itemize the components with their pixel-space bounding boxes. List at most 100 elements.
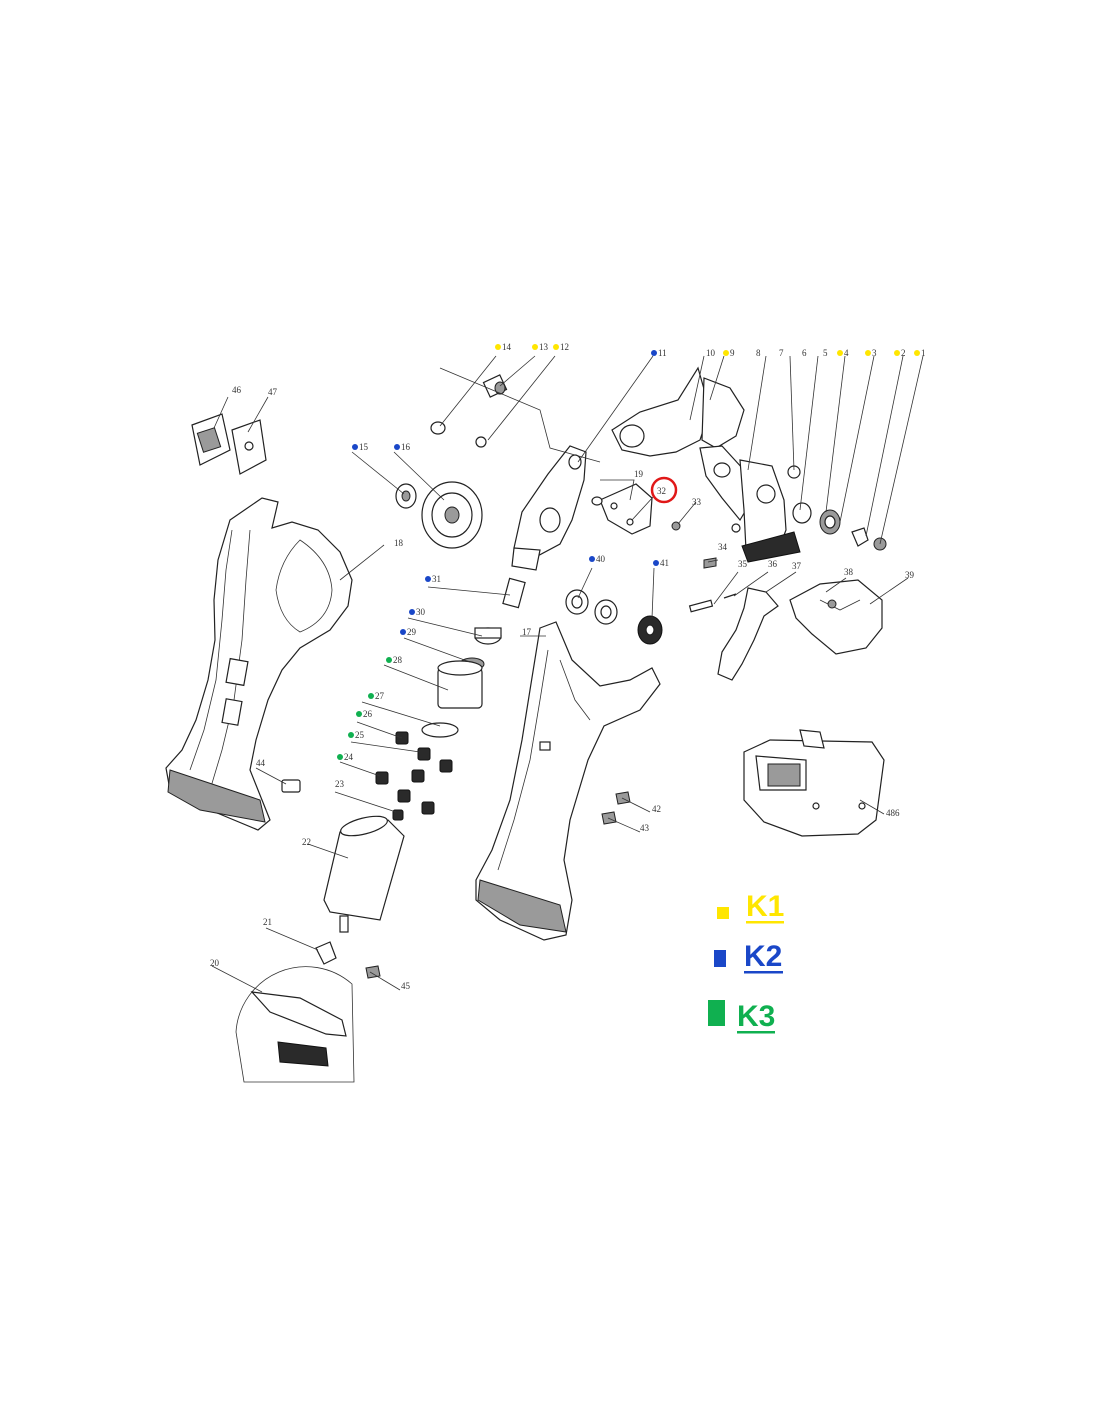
k3-marker-26 [356, 711, 362, 717]
part-label-21: 21 [263, 917, 272, 927]
part-label-37: 37 [792, 561, 802, 571]
k1-marker-14 [495, 344, 501, 350]
k2-marker-41 [653, 560, 659, 566]
planetary-gears [375, 731, 453, 821]
k2-marker-30 [409, 609, 415, 615]
part-label-36: 36 [768, 559, 778, 569]
part-label-34: 34 [718, 542, 728, 552]
k3-marker-25 [348, 732, 354, 738]
part-label-23: 23 [335, 779, 345, 789]
part-label-4: 4 [844, 348, 849, 358]
part-label-1: 1 [921, 348, 926, 358]
part-label-35: 35 [738, 559, 748, 569]
leader-lines [211, 355, 924, 993]
legend-swatch-k2 [714, 950, 726, 967]
part-label-12: 12 [560, 342, 569, 352]
part-label-31: 31 [432, 574, 441, 584]
k3-marker-24 [337, 754, 343, 760]
part-label-44: 44 [256, 758, 266, 768]
part-label-16: 16 [401, 442, 411, 452]
k2-marker-16 [394, 444, 400, 450]
part-label-33: 33 [692, 497, 702, 507]
highlight-circle-32 [650, 476, 678, 504]
k1-marker-3 [865, 350, 871, 356]
part-label-24: 24 [344, 752, 354, 762]
part-label-42: 42 [652, 804, 661, 814]
part-label-13: 13 [539, 342, 549, 352]
part-label-20: 20 [210, 958, 220, 968]
part-drawings [165, 366, 887, 1083]
switch-detail-20 [235, 966, 355, 1083]
part-label-30: 30 [416, 607, 426, 617]
part-label-28: 28 [393, 655, 403, 665]
part-label-2: 2 [901, 348, 906, 358]
connector-44 [281, 779, 301, 793]
k2-marker-31 [425, 576, 431, 582]
part-label-39: 39 [905, 570, 915, 580]
drive-column [421, 577, 526, 738]
part-label-5: 5 [823, 348, 828, 358]
legend-swatch-k1 [717, 907, 729, 919]
part-label-45: 45 [401, 981, 411, 991]
gear-16 [421, 481, 483, 549]
part-label-17: 17 [522, 627, 532, 637]
legend: K1 K2 K3 [708, 890, 784, 1034]
pins-12-14 [430, 374, 508, 448]
part-label-40: 40 [596, 554, 606, 564]
part-label-27: 27 [375, 691, 385, 701]
k1-marker-12 [553, 344, 559, 350]
right-handle-housing [475, 621, 661, 941]
washer-15 [395, 483, 417, 509]
legend-underline-k3 [737, 1031, 775, 1034]
part-label-46: 46 [232, 385, 242, 395]
part-label-3: 3 [872, 348, 877, 358]
k3-marker-27 [368, 693, 374, 699]
washers-40 [565, 589, 618, 625]
k2-marker-40 [589, 556, 595, 562]
part-label-25: 25 [355, 730, 365, 740]
pinion-41 [637, 615, 663, 645]
legend-item-k3: K3 [708, 1000, 775, 1034]
part-label-18: 18 [394, 538, 404, 548]
part-labels: 1 2 3 4 5 6 7 8 9 10 11 12 13 14 15 16 4… [210, 342, 926, 991]
legend-swatch-k3 [708, 1000, 725, 1026]
left-handle-housing [165, 497, 353, 831]
part-label-6: 6 [802, 348, 807, 358]
part-label-47: 47 [268, 387, 278, 397]
part-label-7: 7 [779, 348, 784, 358]
part-label-14: 14 [502, 342, 512, 352]
k2-marker-11 [651, 350, 657, 356]
part-label-11: 11 [658, 348, 667, 358]
k2-marker-15 [352, 444, 358, 450]
k1-marker-4 [837, 350, 843, 356]
head-cover-38-39 [789, 579, 883, 655]
k1-marker-13 [532, 344, 538, 350]
motor-terminal-21 [315, 941, 337, 965]
blade-assembly [611, 366, 801, 563]
legend-label-k3: K3 [737, 1000, 775, 1033]
legend-item-k2: K2 [714, 940, 783, 974]
part-label-32: 32 [657, 486, 666, 496]
legend-underline-k1 [746, 921, 784, 924]
part-label-38: 38 [844, 567, 854, 577]
trigger-assembly [688, 557, 779, 681]
k3-marker-28 [386, 657, 392, 663]
cover-plate-47 [231, 419, 267, 475]
k1-marker-2 [894, 350, 900, 356]
head-bracket-11 [511, 445, 587, 571]
plate-32 [591, 483, 681, 535]
screws-42-43 [601, 791, 631, 825]
legend-underline-k2 [744, 971, 783, 974]
motor-22 [323, 815, 405, 933]
part-label-41: 41 [660, 558, 669, 568]
part-label-8: 8 [756, 348, 761, 358]
washers-3-5 [792, 502, 887, 551]
cover-plate-46 [191, 413, 231, 466]
screw-45 [365, 965, 381, 979]
part-label-9: 9 [730, 348, 735, 358]
legend-label-k2: K2 [744, 940, 782, 973]
part-label-43: 43 [640, 823, 650, 833]
part-label-486: 486 [886, 808, 900, 818]
part-label-10: 10 [706, 348, 716, 358]
